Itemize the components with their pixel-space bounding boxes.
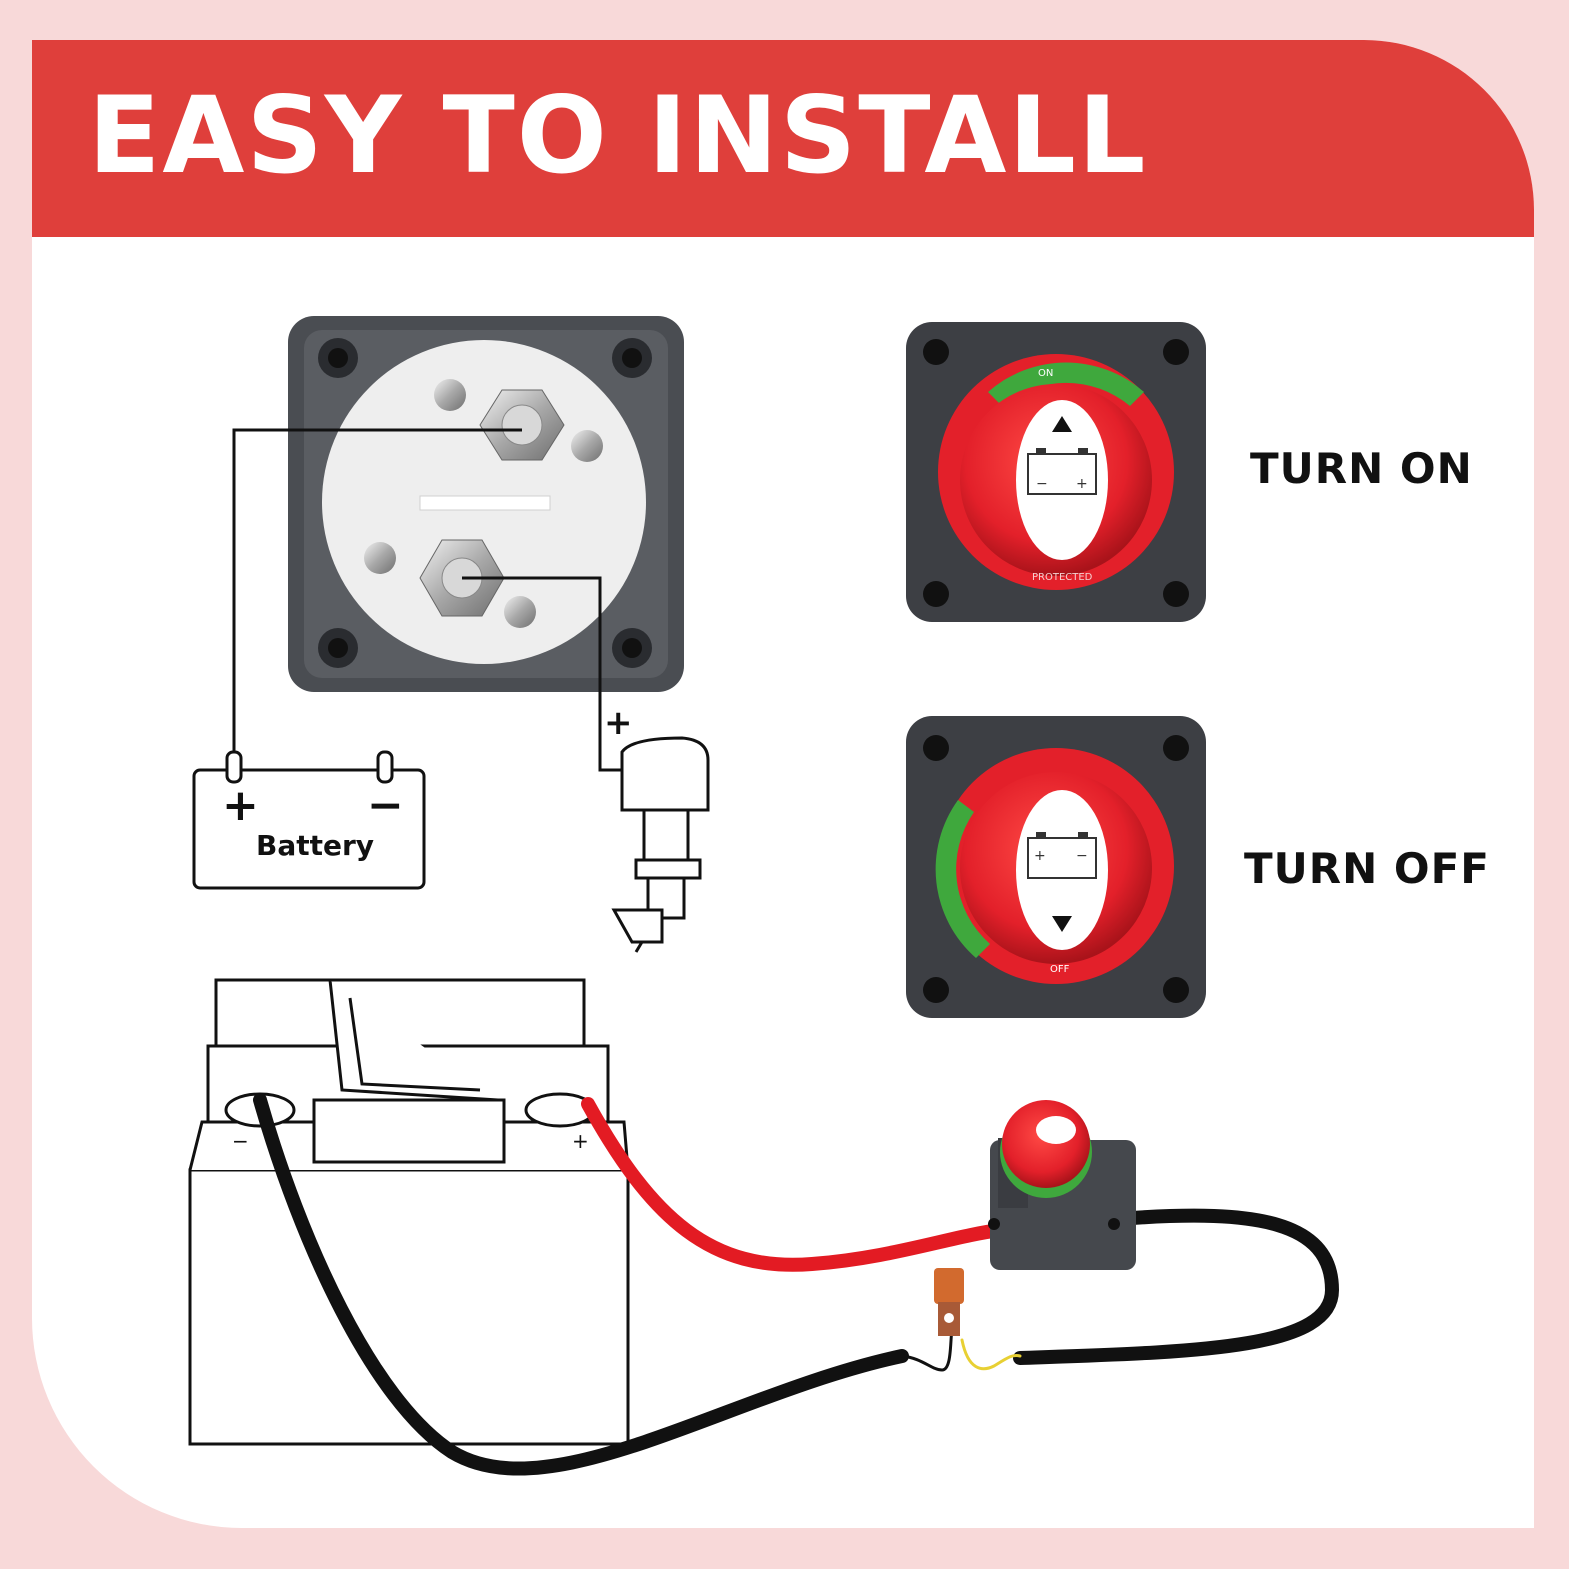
svg-text:−: − (1076, 848, 1088, 864)
mounting-hole-icon (318, 338, 652, 668)
battery-terminal-minus: − (232, 1129, 249, 1153)
svg-text:+: + (1076, 476, 1088, 492)
black-cable-load (1013, 1208, 1340, 1365)
outboard-motor-icon: + (604, 703, 710, 953)
battery-label: Battery (256, 829, 374, 862)
on-indicator-arc (988, 362, 1144, 406)
banner-title: EASY TO INSTALL (88, 74, 1148, 197)
arrow-down-icon (1052, 916, 1072, 932)
dial-brand: PROTECTED (1032, 572, 1093, 583)
screw-icon (364, 379, 603, 628)
svg-text:−: − (1036, 476, 1048, 492)
yellow-wire (960, 1338, 1022, 1371)
battery-schematic: + − Battery (192, 750, 426, 890)
battery-plus-sign: + (222, 780, 259, 831)
battery-icon: + − (1027, 832, 1097, 879)
on-indicator-arc (935, 800, 990, 958)
schematic-wires (232, 428, 622, 772)
ring-terminal-icon (934, 1268, 964, 1336)
car-battery-drawing: − + (188, 978, 630, 1446)
dial-on-mark: ON (1038, 368, 1053, 379)
installation-illustration: + − Battery + ON (188, 316, 1340, 1476)
switch-turn-on: ON − + PROTECTED (906, 322, 1206, 622)
cables (253, 1093, 1340, 1476)
turn-on-label: TURN ON (1250, 444, 1473, 493)
thin-wire (900, 1328, 954, 1372)
dial-off-mark: OFF (1050, 964, 1070, 975)
red-cable (581, 1097, 1007, 1272)
installed-switch-icon (988, 1100, 1136, 1270)
switch-rear-view (288, 316, 684, 692)
motor-plus-sign: + (604, 703, 633, 743)
header-banner: EASY TO INSTALL (32, 40, 1534, 237)
arrow-up-icon (1052, 416, 1072, 432)
battery-terminal-plus: + (572, 1129, 589, 1153)
switch-turn-off: + − OFF (906, 716, 1206, 1018)
svg-text:+: + (1034, 848, 1046, 864)
battery-minus-sign: − (367, 780, 404, 831)
battery-icon: − + (1027, 448, 1097, 495)
product-card: EASY TO INSTALL (32, 40, 1534, 1528)
black-cable-battery (253, 1093, 909, 1476)
turn-off-label: TURN OFF (1244, 844, 1490, 893)
